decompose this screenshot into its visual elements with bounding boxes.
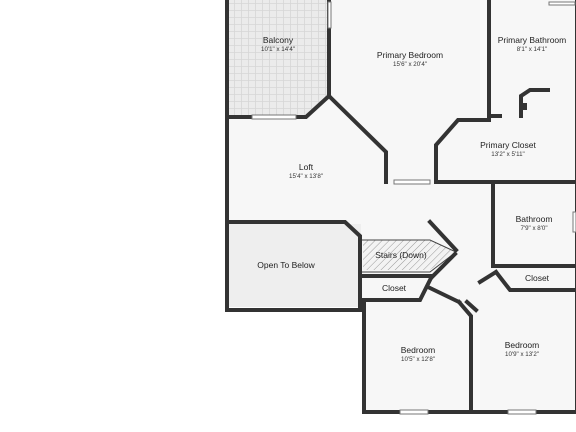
bedroom-right-label: Bedroom [505,340,540,350]
primary-closet-label: Primary Closet [480,140,536,150]
primary-bath-window [548,1,576,6]
stairs-area [363,240,455,270]
primary-bathroom-label: Primary Bathroom [498,35,567,45]
closet-right-label: Closet [525,273,550,283]
bedroom-left-label: Bedroom [401,345,436,355]
closet-left-label: Closet [382,283,407,293]
primary-bedroom-dims: 15'6" x 20'4" [393,61,427,68]
bathroom-dims: 7'9" x 8'0" [520,225,547,232]
loft-label: Loft [299,162,314,172]
bathroom-label: Bathroom [516,214,553,224]
balcony-door [251,114,297,120]
primary-closet-dims: 13'2" x 5'11" [491,151,524,158]
bedroom-left-dims: 10'5" x 12'8" [401,356,435,363]
loft-dims: 15'4" x 13'8" [289,173,323,180]
balcony-area [228,0,328,117]
stairs-label: Stairs (Down) [375,250,427,260]
walls [225,0,576,414]
bedroom-left-window [399,409,429,415]
open-to-below-label: Open To Below [257,260,315,270]
bathroom-window [572,211,576,233]
primary-bed-window [327,1,332,29]
bedroom-right-dims: 10'9" x 13'2" [505,351,539,358]
open-to-below-area [228,224,361,307]
balcony-label: Balcony [263,35,294,45]
bedroom-right-window [507,409,537,415]
room-labels: Balcony 10'1" x 14'4" Primary Bedroom 15… [257,35,566,363]
primary-bathroom-dims: 8'1" x 14'1" [517,46,548,53]
openings [251,1,576,415]
primary-bedroom-label: Primary Bedroom [377,50,443,60]
loft-opening [393,179,431,185]
balcony-dims: 10'1" x 14'4" [261,46,295,53]
